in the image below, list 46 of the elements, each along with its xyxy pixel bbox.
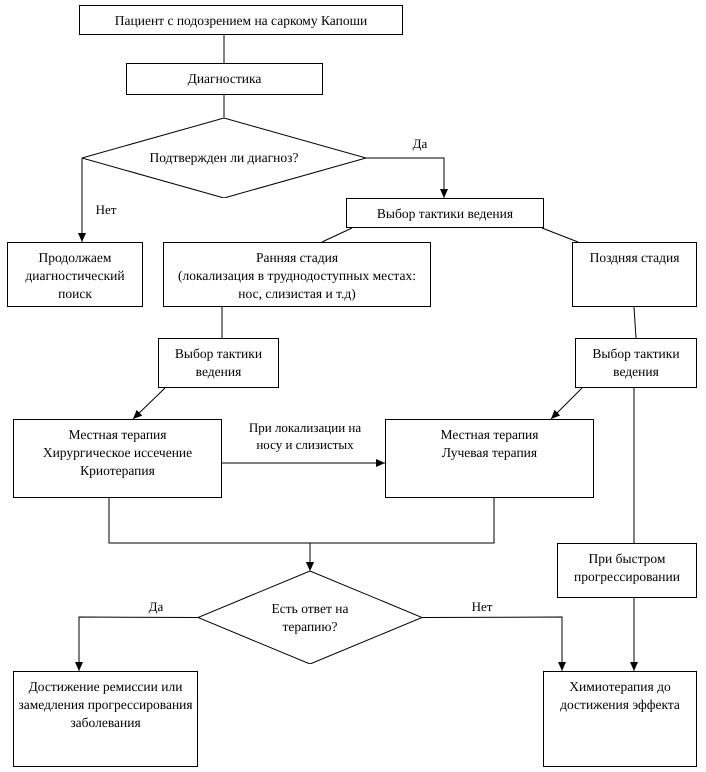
node-text: Выбор тактики ведения bbox=[591, 345, 681, 381]
arrow bbox=[366, 158, 448, 198]
node-text: Ранняя стадия bbox=[256, 249, 338, 267]
connector-line bbox=[634, 306, 636, 338]
node-text: Подтвержден ли диагноз? bbox=[150, 149, 298, 167]
process-box bbox=[543, 671, 697, 767]
node-text: Выбор тактики ведения bbox=[174, 345, 264, 381]
process-box bbox=[163, 242, 431, 307]
process-box bbox=[385, 419, 594, 498]
process-box bbox=[79, 5, 403, 35]
node-text: При быстром прогрессировании bbox=[573, 550, 681, 586]
arrow bbox=[306, 498, 494, 572]
process-box bbox=[126, 63, 323, 95]
node-text: Пациент с подозрением на саркому Капоши bbox=[114, 12, 368, 30]
arrow bbox=[75, 616, 198, 672]
arrow bbox=[550, 388, 582, 420]
arrow bbox=[222, 459, 386, 467]
process-box bbox=[13, 671, 198, 767]
connector-line bbox=[322, 228, 352, 242]
node-text: Выбор тактики ведения bbox=[376, 205, 514, 223]
node-text: Хирургическое иссечение bbox=[42, 444, 192, 462]
node-text: (локализация в труднодоступных местах: нос, слизистая и т.д) bbox=[177, 267, 417, 303]
arrow bbox=[78, 158, 86, 242]
node-text: Местная терапия bbox=[68, 426, 166, 444]
arrow bbox=[132, 388, 166, 420]
node-text: Достижение ремиссии или замедления прогрессирования заболевания bbox=[18, 678, 193, 732]
node-text: Продолжаем диагностический поиск bbox=[24, 249, 126, 303]
arrow bbox=[630, 598, 638, 672]
node-text: Лучевая терапия bbox=[442, 444, 538, 462]
process-box bbox=[13, 419, 222, 498]
process-box bbox=[7, 242, 143, 307]
node-text: Криотерапия bbox=[80, 462, 155, 480]
decision-diamond bbox=[82, 118, 366, 198]
node-text: Местная терапия bbox=[440, 426, 538, 444]
process-box bbox=[346, 198, 544, 228]
connector-line bbox=[542, 228, 578, 242]
node-text: Поздняя стадия bbox=[590, 249, 680, 267]
node-text: Диагностика bbox=[188, 70, 262, 88]
process-box bbox=[575, 338, 697, 388]
process-box bbox=[158, 338, 279, 388]
process-box bbox=[557, 543, 697, 598]
process-box bbox=[572, 242, 697, 307]
decision-diamond bbox=[198, 571, 422, 664]
arrow bbox=[422, 616, 566, 672]
node-text: Есть ответ на терапию? bbox=[270, 600, 350, 636]
node-text: Химиотерапия до достижения эффекта bbox=[559, 678, 681, 714]
